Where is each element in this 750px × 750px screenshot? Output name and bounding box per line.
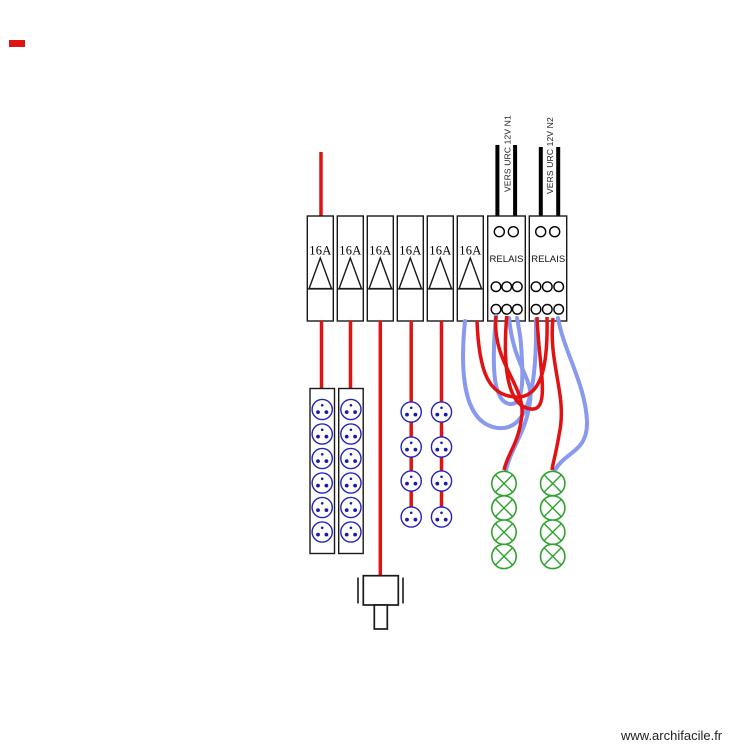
relay-label: RELAIS [490, 254, 524, 265]
socket-strip-1 [309, 387, 336, 555]
socket-outlet [311, 521, 334, 543]
socket-outlet [340, 521, 362, 543]
socket-outlet [430, 436, 453, 458]
socket-outlet [340, 496, 362, 519]
breaker-label: 16A [369, 244, 391, 258]
red-mark [9, 40, 25, 47]
lamp-symbol [539, 519, 566, 546]
breaker-label: 16A [309, 244, 331, 258]
circuit-breaker: 16A [456, 215, 484, 322]
socket-outlet [340, 398, 362, 421]
breaker-symbol-triangle [428, 255, 453, 290]
circuit-breaker: 16A [426, 215, 454, 322]
socket-outlet [430, 506, 453, 528]
relay-wiring-red [475, 315, 564, 471]
circuit-breaker: 16A [336, 215, 364, 322]
socket-outlet [311, 398, 334, 421]
feed-label-n2: VERS URC 12V N2 [545, 117, 555, 194]
socket-outlet [400, 470, 423, 492]
socket-outlet [340, 472, 362, 494]
lamp-symbol [490, 494, 518, 522]
relay-terminals [530, 281, 565, 315]
socket-outlet [400, 506, 423, 528]
breaker-symbol-triangle [398, 255, 423, 290]
relay-module-1: RELAIS [487, 215, 527, 322]
relay-label: RELAIS [531, 254, 565, 265]
lamp-column-1 [490, 470, 518, 570]
socket-outlet [400, 436, 423, 458]
lamp-symbol [490, 543, 518, 570]
lamp-symbol [490, 519, 518, 546]
socket-strip-2 [338, 387, 364, 555]
socket-outlet [311, 423, 334, 445]
lamp-symbol [539, 470, 566, 497]
relay-module-2: RELAIS [528, 215, 568, 322]
socket-outlet [430, 470, 453, 492]
lamp-symbol [539, 543, 566, 570]
breaker-symbol-triangle [458, 255, 483, 290]
circuit-breaker-row: 16A 16A 16A 16A 16A [306, 215, 484, 322]
relay-feed-wires [495, 145, 561, 217]
circuit-breaker: 16A [366, 215, 394, 322]
socket-outlet [340, 447, 362, 470]
relay-terminals [490, 281, 523, 315]
circuit-breaker: 16A [396, 215, 424, 322]
socket-outlet [430, 401, 453, 423]
breaker-label: 16A [339, 244, 361, 258]
circuit-breaker: 16A [306, 215, 334, 322]
breaker-symbol-triangle [338, 255, 363, 290]
feed-label-n1: VERS URC 12V N1 [503, 115, 513, 192]
breaker-label: 16A [429, 244, 451, 258]
breaker-symbol-triangle [368, 255, 393, 290]
breaker-label: 16A [459, 244, 481, 258]
breaker-label: 16A [399, 244, 421, 258]
socket-outlet [311, 447, 334, 470]
socket-outlet [311, 496, 334, 519]
cable-outlet-symbol [357, 574, 404, 630]
watermark: www.archifacile.fr [620, 728, 723, 743]
lamp-column-2 [539, 470, 566, 570]
socket-outlet [400, 401, 423, 423]
breaker-symbol-triangle [308, 255, 333, 290]
lamp-symbol [490, 470, 518, 497]
lamp-symbol [539, 494, 566, 522]
socket-outlet [340, 423, 362, 445]
socket-outlet [311, 472, 334, 494]
relay-wiring-blue [461, 314, 590, 472]
